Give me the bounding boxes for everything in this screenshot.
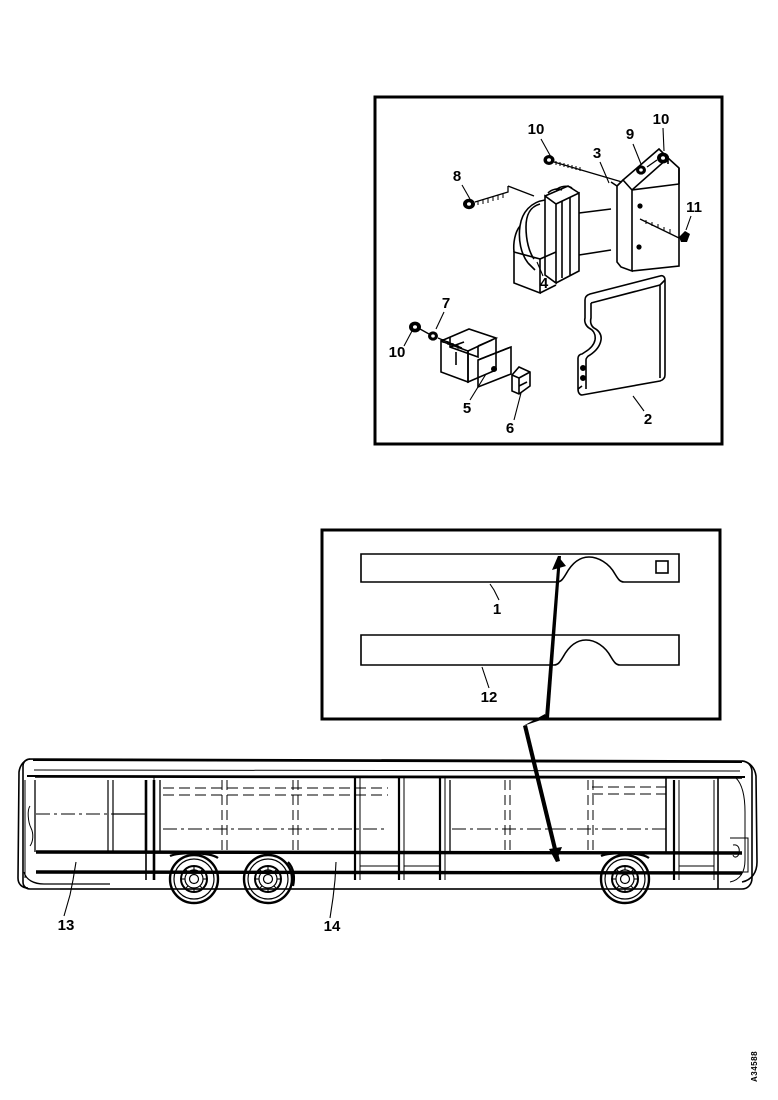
bus-front-nose <box>17 758 31 889</box>
part-4-latch-assembly <box>512 185 612 295</box>
bus-body-outline <box>22 758 753 890</box>
part-3-hole-b <box>636 244 642 250</box>
callout-2: 2 <box>644 411 652 428</box>
bus-callout-leaders <box>63 861 337 919</box>
bus-front-lower-curve <box>23 871 110 885</box>
part-1-rail <box>360 553 680 583</box>
bus-rear-inner <box>729 777 746 883</box>
exploded-assembly-detail-panel: 10 9 10 3 8 11 4 7 10 5 6 2 <box>373 95 724 446</box>
callout-6: 6 <box>506 420 514 437</box>
rail-panel-callout-leaders <box>481 583 500 689</box>
callout-13: 13 <box>58 917 75 934</box>
callout-11: 11 <box>686 199 702 216</box>
fastener-10-upper-left <box>543 155 623 183</box>
callout-14: 14 <box>324 918 341 935</box>
rail-panel-border <box>320 528 722 721</box>
bus-roof-top <box>32 759 743 763</box>
callout-10-a: 10 <box>528 121 545 138</box>
bus-roof-mid <box>33 769 741 772</box>
bus-wheel-front <box>168 852 220 905</box>
fastener-9-washer <box>636 165 646 175</box>
watermark-code: A34588 <box>750 1051 759 1082</box>
fastener-10-upper-right <box>646 152 669 168</box>
part-2-cover-panel <box>577 274 666 396</box>
arrow-rail-to-bus <box>523 725 562 862</box>
callout-10-b: 10 <box>653 111 670 128</box>
callout-10-c: 10 <box>389 344 406 361</box>
callout-12: 12 <box>481 689 498 706</box>
bus-skirt-top-band <box>35 850 743 855</box>
fastener-8-bolt <box>463 185 535 210</box>
bus-roof-lower <box>26 775 746 778</box>
part-3-hole-a <box>637 203 643 209</box>
callout-1: 1 <box>493 601 501 618</box>
callout-5: 5 <box>463 400 471 417</box>
bus-wheel-middle <box>242 853 296 905</box>
rail-detail-panel: 1 12 <box>320 528 722 721</box>
callout-3: 3 <box>593 145 601 162</box>
part-6-catch <box>511 366 531 395</box>
callout-8: 8 <box>453 168 461 185</box>
part-12-rail <box>360 634 680 666</box>
callout-7: 7 <box>442 295 450 312</box>
part-3-bracket <box>610 147 680 273</box>
detail-panel-callouts <box>403 127 692 421</box>
bus-front-detail <box>27 805 34 847</box>
callout-9: 9 <box>626 126 634 143</box>
part-1-square-marker <box>655 560 669 574</box>
bus-rear-outline <box>741 760 758 883</box>
part-5-plate <box>477 345 512 389</box>
detail-panel-border <box>373 95 724 446</box>
bus-side-view <box>17 758 758 919</box>
callout-4: 4 <box>540 275 549 292</box>
watermark-code-group: A34588 <box>750 1051 759 1082</box>
fastener-10-lower-left <box>409 321 463 349</box>
fastener-11-screw <box>639 218 690 242</box>
part-7-striker-bracket <box>440 328 499 384</box>
bus-wheel-rear <box>599 852 651 905</box>
bus-waist-top <box>34 776 743 779</box>
